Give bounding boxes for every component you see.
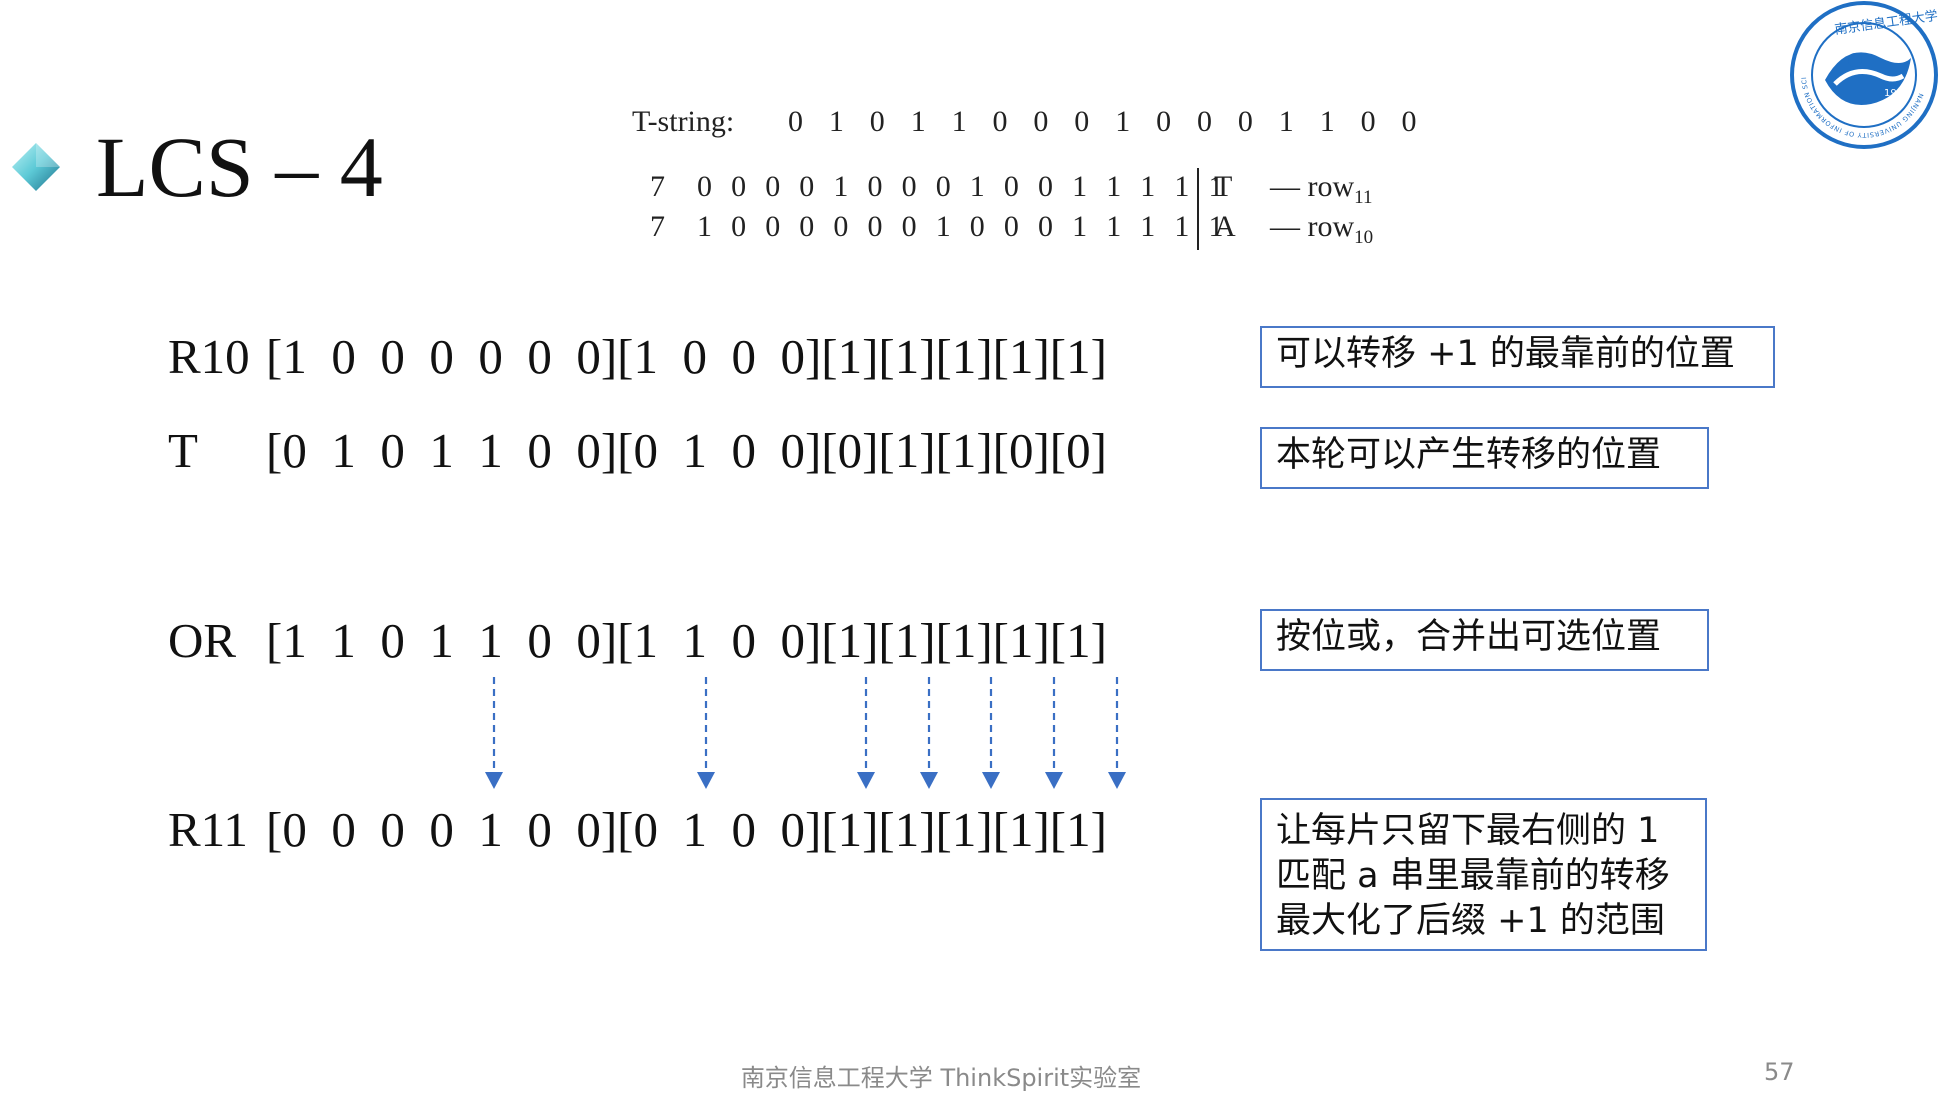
note-shift-positions: 本轮可以产生转移的位置 — [1260, 427, 1709, 489]
note-bitwise-or: 按位或，合并出可选位置 — [1260, 609, 1709, 671]
figure-row11-subscript: 11 — [1354, 187, 1373, 208]
diamond-bullet-icon — [12, 143, 60, 191]
row-r10-bits: [1 0 0 0 0 0 0][1 0 0 0][1][1][1][1][1] — [266, 329, 1107, 384]
figure-row10-name-text: — row — [1270, 210, 1355, 243]
page-number: 57 — [1764, 1058, 1795, 1086]
arrow-head-icon — [982, 772, 1000, 789]
row-t-bits: [0 1 0 1 1 0 0][0 1 0 0][0][1][1][0][0] — [266, 423, 1107, 478]
note-earliest-shift-position: 可以转移 +1 的最靠前的位置 — [1260, 326, 1775, 388]
figure-tstring-digits: 0 1 0 1 1 0 0 0 1 0 0 0 1 1 0 0 — [788, 105, 1426, 138]
figure-row11-bits: 0 0 0 0 1 0 0 0 1 0 0 1 1 1 1 1 — [697, 170, 1230, 203]
figure-row11-name: — row11 — [1270, 170, 1372, 209]
arrow-head-icon — [1045, 772, 1063, 789]
slide-footer: 南京信息工程大学 ThinkSpirit实验室 — [740, 1064, 1142, 1092]
slide-title: LCS – 4 — [96, 119, 383, 215]
arrow-head-icon — [697, 772, 715, 789]
note-keep-rightmost-line1: 让每片只留下最右侧的 1 — [1276, 811, 1660, 851]
arrow-head-icon — [857, 772, 875, 789]
row-r11-label: R11 — [168, 802, 248, 857]
arrow-head-icon — [1108, 772, 1126, 789]
row-t-label: T — [168, 423, 198, 478]
figure-divider — [1197, 168, 1199, 250]
figure-row10-char: A — [1214, 210, 1236, 243]
note-keep-rightmost: 让每片只留下最右侧的 1 匹配 a 串里最靠前的转移 最大化了后缀 +1 的范围 — [1260, 798, 1707, 951]
figure-row10-number: 7 — [650, 210, 665, 243]
figure-tstring-label: T-string: — [632, 105, 735, 138]
row-or-bits: [1 1 0 1 1 0 0][1 1 0 0][1][1][1][1][1] — [266, 613, 1107, 668]
note-keep-rightmost-line3: 最大化了后缀 +1 的范围 — [1276, 901, 1665, 941]
figure-row10-name: — row10 — [1270, 210, 1373, 249]
figure-row11-char: T — [1214, 170, 1233, 203]
row-r11-bits: [0 0 0 0 1 0 0][0 1 0 0][1][1][1][1][1] — [266, 802, 1107, 857]
arrow-head-icon — [485, 772, 503, 789]
row-or-label: OR — [168, 613, 237, 668]
figure-row10-subscript: 10 — [1354, 227, 1374, 248]
logo-year: 1960 — [1884, 88, 1909, 99]
figure-row11-name-text: — row — [1270, 170, 1355, 203]
note-keep-rightmost-line2: 匹配 a 串里最靠前的转移 — [1276, 856, 1670, 896]
arrow-head-icon — [920, 772, 938, 789]
row-r10-label: R10 — [168, 329, 250, 384]
figure-row10-bits: 1 0 0 0 0 0 0 1 0 0 0 1 1 1 1 1 — [697, 210, 1230, 243]
figure-row11-number: 7 — [650, 170, 665, 203]
university-logo-icon: 1960 NANJING UNIVERSITY OF INFORMATION S… — [1789, 0, 1939, 149]
